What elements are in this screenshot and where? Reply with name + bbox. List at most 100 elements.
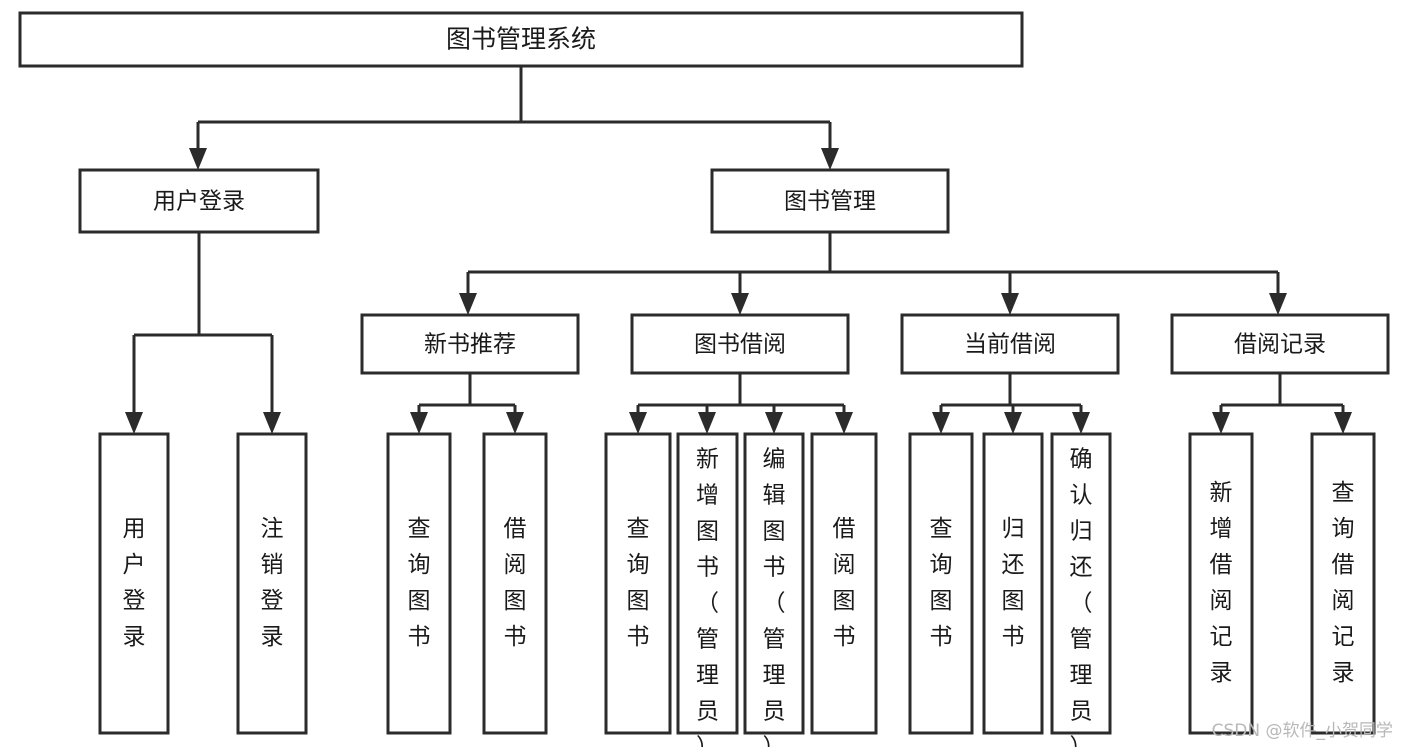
node-label-leaf-edit-book-char-3: 书 xyxy=(763,555,786,581)
node-label-leaf-add-book-char-2: 图 xyxy=(696,519,719,545)
node-label-leaf-borrow-books-2-char-2: 图 xyxy=(833,588,856,614)
node-label-leaf-add-book-char-0: 新 xyxy=(696,447,719,473)
node-box-leaf-edit-book xyxy=(743,432,805,735)
node-box-leaf-confirm-return xyxy=(1050,432,1112,735)
node-label-leaf-query-books-2-char-1: 询 xyxy=(627,552,650,578)
node-label-leaf-edit-book-char-5: 管 xyxy=(763,627,786,653)
node-label-book-management: 图书管理 xyxy=(784,189,876,215)
node-box-leaf-query-books-3 xyxy=(908,432,974,735)
node-leaf-user-login[interactable]: 用户登录 xyxy=(98,432,170,735)
node-label-leaf-query-record-char-0: 查 xyxy=(1332,480,1355,506)
node-label-leaf-edit-book-char-6: 理 xyxy=(763,663,786,689)
node-label-leaf-return-books-char-1: 还 xyxy=(1002,552,1025,578)
node-label-leaf-add-record-char-3: 阅 xyxy=(1210,588,1233,614)
node-label-new-book-recommend: 新书推荐 xyxy=(424,332,516,358)
node-box-leaf-user-logout xyxy=(236,432,308,735)
node-label-leaf-add-book-char-7: 员 xyxy=(696,699,719,725)
node-label-leaf-borrow-books-1-char-0: 借 xyxy=(504,516,527,542)
node-label-leaf-user-login-char-1: 户 xyxy=(123,552,146,578)
node-label-leaf-user-login-char-0: 用 xyxy=(123,516,146,542)
connector-conn-current-borrow xyxy=(932,373,1090,434)
node-box-current-borrow xyxy=(900,313,1120,375)
node-book-management[interactable]: 图书管理 xyxy=(710,168,950,234)
node-book-borrow[interactable]: 图书借阅 xyxy=(630,313,850,375)
node-label-leaf-query-record-char-2: 借 xyxy=(1332,552,1355,578)
connector-conn-root xyxy=(189,66,839,170)
node-label-leaf-user-login-char-2: 登 xyxy=(123,588,146,614)
node-label-leaf-query-books-1-char-3: 书 xyxy=(408,624,431,650)
node-label-leaf-confirm-return-char-8: ） xyxy=(1070,735,1093,747)
node-label-leaf-add-book-char-1: 增 xyxy=(696,483,719,509)
node-box-leaf-add-record xyxy=(1188,432,1254,735)
node-label-book-borrow: 图书借阅 xyxy=(694,332,786,358)
node-label-leaf-user-logout-char-0: 注 xyxy=(261,516,284,542)
node-label-leaf-query-books-2-char-3: 书 xyxy=(627,624,650,650)
node-label-leaf-add-record-char-0: 新 xyxy=(1210,480,1233,506)
node-label-leaf-query-books-3-char-1: 询 xyxy=(930,552,953,578)
node-label-leaf-add-record-char-4: 记 xyxy=(1210,624,1233,650)
node-box-root xyxy=(18,11,1024,68)
node-label-leaf-add-book-char-3: 书 xyxy=(696,555,719,581)
node-layer: 图书管理系统用户登录图书管理新书推荐图书借阅当前借阅借阅记录用户登录注销登录查询… xyxy=(18,11,1390,747)
node-label-leaf-confirm-return-char-3: 还 xyxy=(1070,555,1093,581)
node-label-leaf-edit-book-char-4: （ xyxy=(763,591,786,617)
node-new-book-recommend[interactable]: 新书推荐 xyxy=(360,313,580,375)
watermark-label: CSDN @软件_小贺同学 xyxy=(1211,721,1393,741)
node-label-leaf-query-record-char-5: 录 xyxy=(1332,660,1355,686)
node-label-borrow-records: 借阅记录 xyxy=(1234,332,1326,358)
node-label-leaf-add-book-char-4: （ xyxy=(696,591,719,617)
node-box-leaf-user-login xyxy=(98,432,170,735)
node-box-leaf-query-books-2 xyxy=(604,432,672,735)
node-label-leaf-query-books-1-char-1: 询 xyxy=(408,552,431,578)
node-label-leaf-edit-book-char-7: 员 xyxy=(763,699,786,725)
connector-conn-borrow-records xyxy=(1212,373,1352,434)
node-label-leaf-confirm-return-char-2: 归 xyxy=(1070,519,1093,545)
node-current-borrow[interactable]: 当前借阅 xyxy=(900,313,1120,375)
node-user-login[interactable]: 用户登录 xyxy=(78,168,320,234)
node-label-leaf-query-record-char-4: 记 xyxy=(1332,624,1355,650)
node-label-leaf-query-books-3-char-0: 查 xyxy=(930,516,953,542)
node-label-leaf-edit-book-char-0: 编 xyxy=(763,447,786,473)
node-label-leaf-borrow-books-2-char-3: 书 xyxy=(833,624,856,650)
node-label-leaf-confirm-return-char-6: 理 xyxy=(1070,663,1093,689)
node-label-leaf-user-logout-char-1: 销 xyxy=(261,552,284,578)
node-label-leaf-add-record-char-2: 借 xyxy=(1210,552,1233,578)
node-root[interactable]: 图书管理系统 xyxy=(18,11,1024,68)
node-label-leaf-query-books-3-char-2: 图 xyxy=(930,588,953,614)
node-label-leaf-query-books-2-char-2: 图 xyxy=(627,588,650,614)
node-label-leaf-user-login-char-3: 录 xyxy=(123,624,146,650)
node-borrow-records[interactable]: 借阅记录 xyxy=(1170,313,1390,375)
node-box-leaf-borrow-books-2 xyxy=(810,432,878,735)
node-label-current-borrow: 当前借阅 xyxy=(964,332,1056,358)
connector-conn-user-login xyxy=(125,232,281,434)
node-box-leaf-add-book xyxy=(676,432,739,735)
node-label-leaf-borrow-books-1-char-3: 书 xyxy=(504,624,527,650)
node-box-borrow-records xyxy=(1170,313,1390,375)
node-label-leaf-user-logout-char-3: 录 xyxy=(261,624,284,650)
node-box-leaf-return-books xyxy=(982,432,1044,735)
node-label-leaf-query-books-1-char-2: 图 xyxy=(408,588,431,614)
node-label-leaf-confirm-return-char-0: 确 xyxy=(1070,447,1093,473)
node-label-leaf-add-record-char-1: 增 xyxy=(1210,516,1233,542)
node-box-user-login xyxy=(78,168,320,234)
node-label-leaf-edit-book-char-2: 图 xyxy=(763,519,786,545)
node-label-leaf-query-record-char-1: 询 xyxy=(1332,516,1355,542)
node-label-leaf-confirm-return-char-4: （ xyxy=(1070,591,1093,617)
node-label-leaf-query-record-char-3: 阅 xyxy=(1332,588,1355,614)
node-label-user-login: 用户登录 xyxy=(153,189,245,215)
node-box-book-borrow xyxy=(630,313,850,375)
